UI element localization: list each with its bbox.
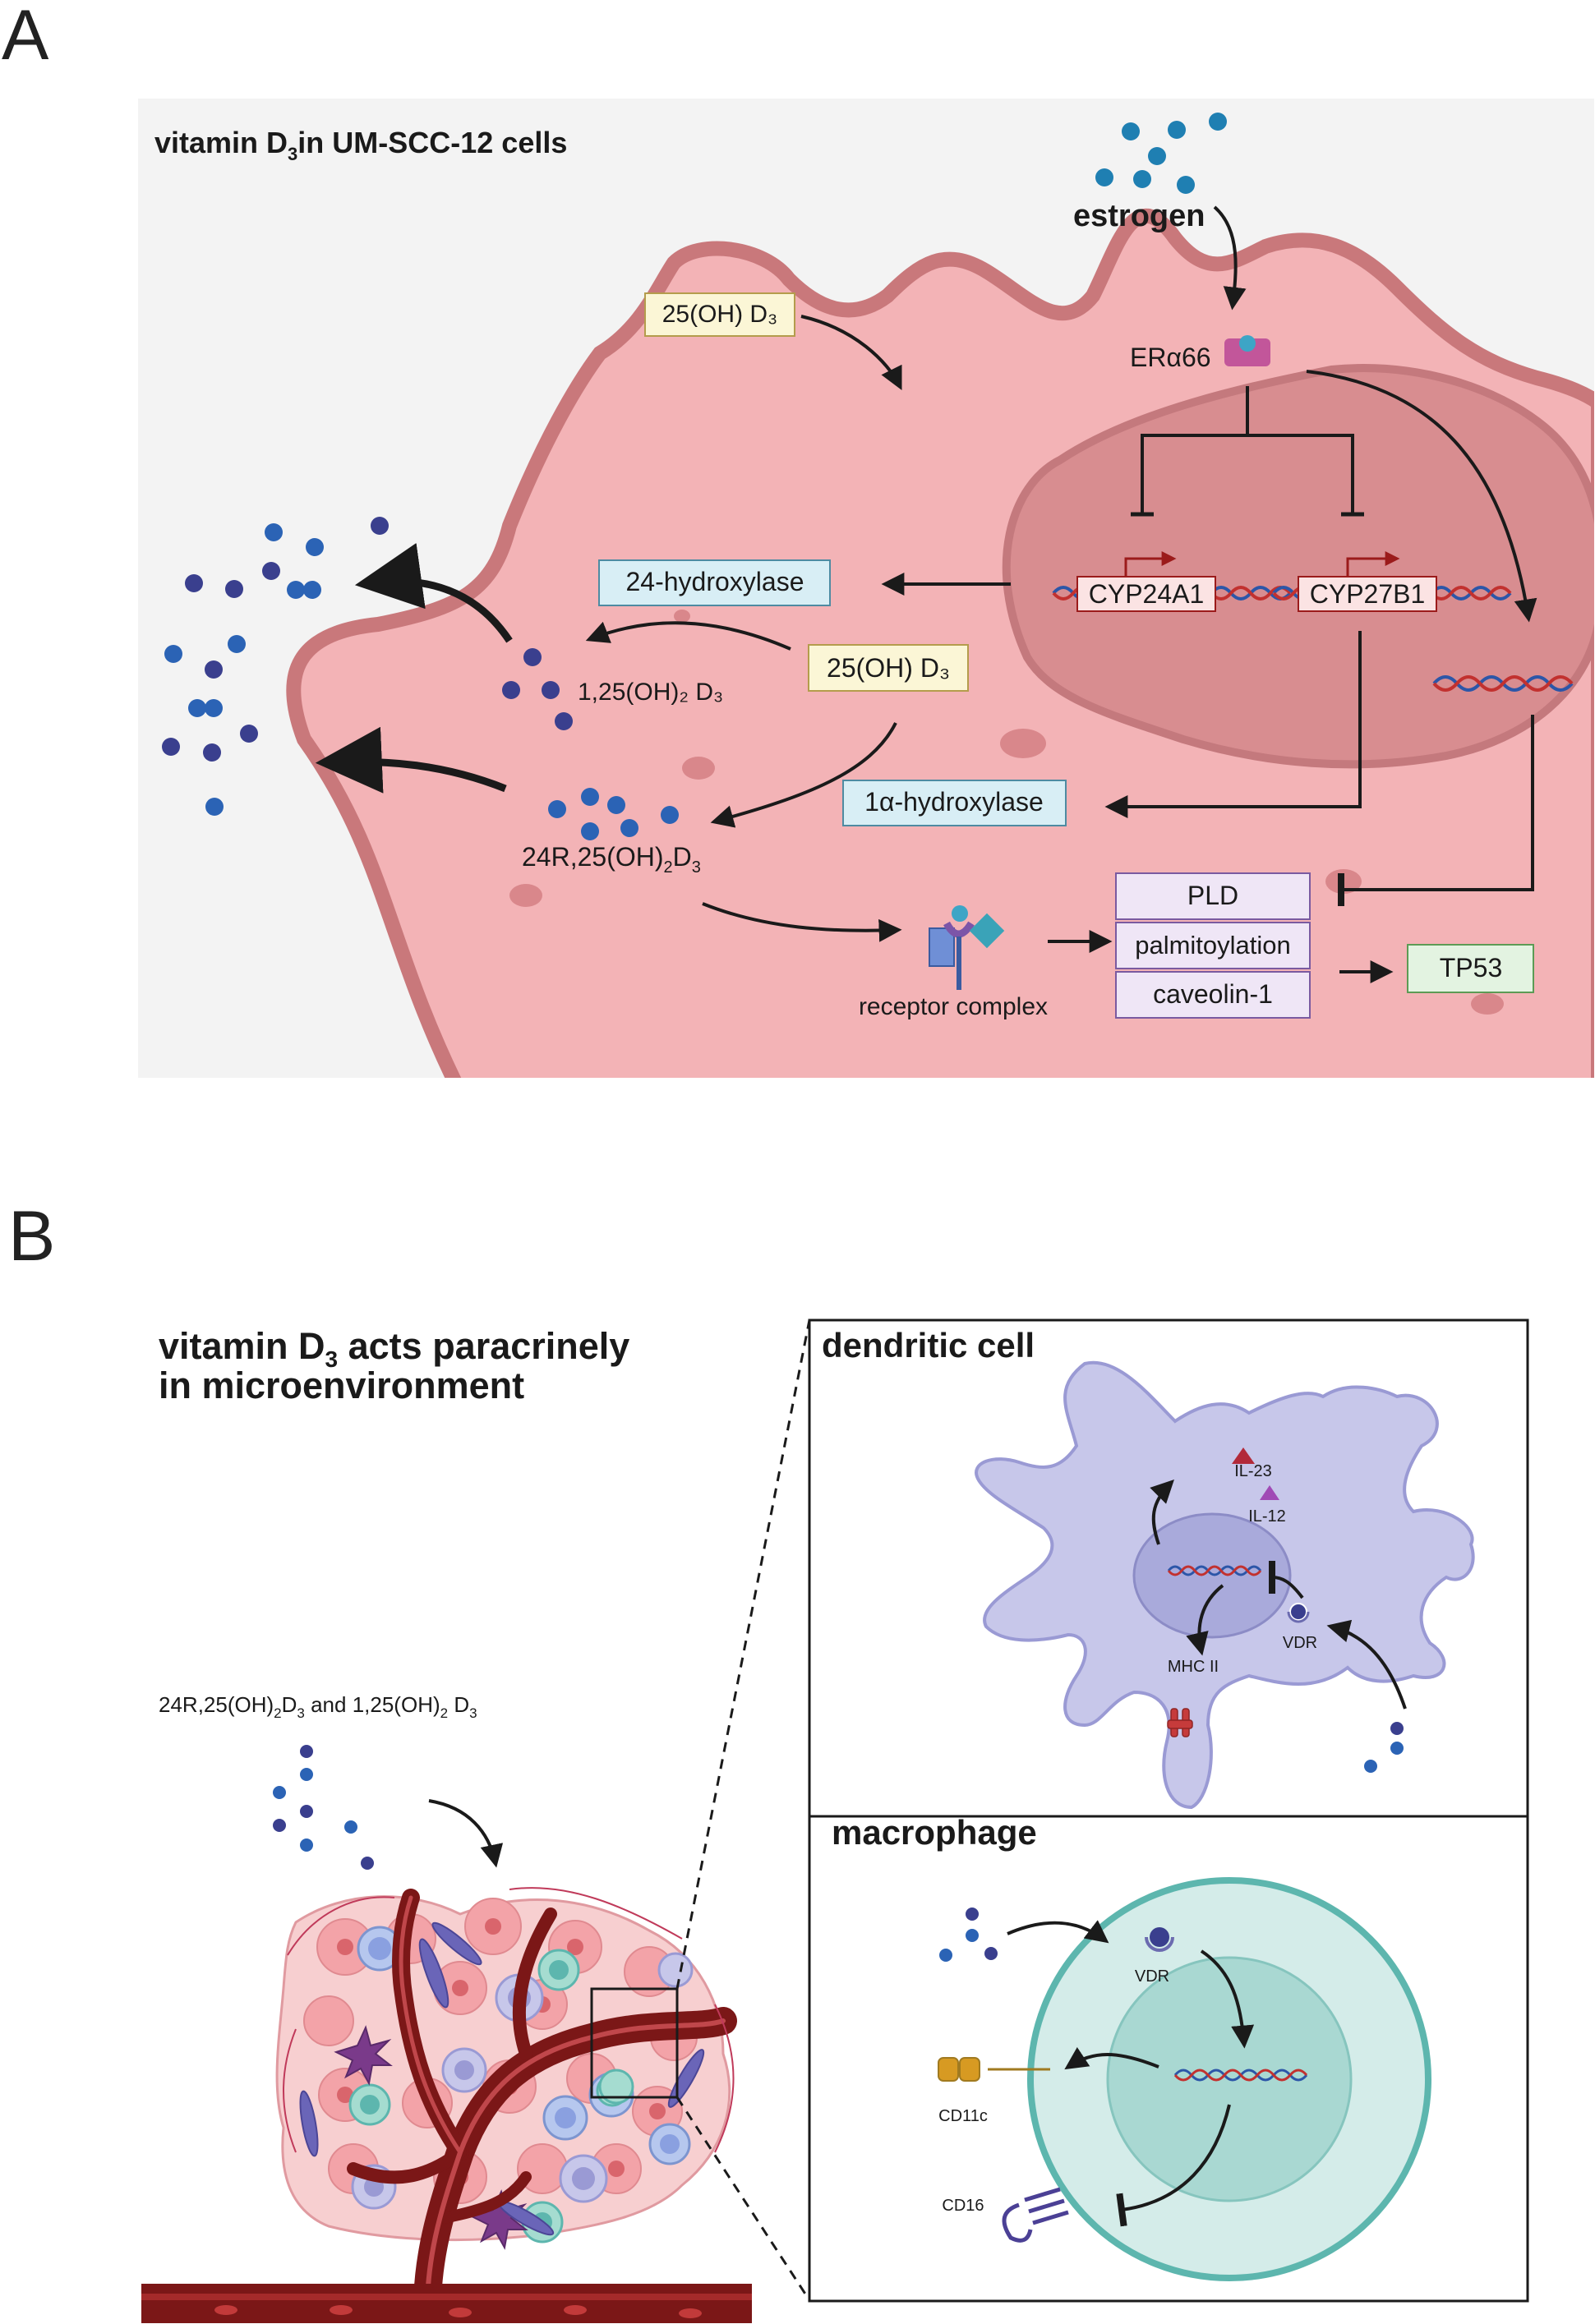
metabolites-label: 24R,25(OH)2D3 and 1,25(OH)2 D3: [159, 1692, 477, 1721]
organelle: [674, 610, 690, 623]
arrow-secretion-upper: [354, 542, 513, 643]
arrow-25oh-uptake: [800, 315, 902, 391]
box-caveolin-1-label: caveolin-1: [1153, 979, 1273, 1009]
organelle: [509, 884, 542, 907]
box-25oh-d3-mid-label: 25(OH) D₃: [827, 653, 950, 683]
dendritic-cell-title: dendritic cell: [822, 1326, 1035, 1364]
arrow-25oh-to-125: [585, 621, 791, 651]
macrophage-cell: [938, 1877, 1431, 2281]
box-24-hydroxylase: [598, 559, 831, 606]
box-tp53-label: TP53: [1440, 953, 1502, 983]
box-25oh-d3-top: [644, 292, 795, 337]
gene-cyp27b1: [1272, 551, 1512, 612]
box-1a-hydroxylase: [842, 780, 1067, 826]
box-caveolin-1: [1115, 971, 1311, 1019]
macrophage-title: macrophage: [832, 1813, 1037, 1852]
paracrine-molecules: [273, 1745, 374, 1870]
box-palmitoylation-label: palmitoylation: [1135, 931, 1291, 960]
estrogen-molecules: [1095, 113, 1227, 194]
cd16-label: CD16: [942, 2197, 984, 2215]
dendritic-cell: [975, 1360, 1475, 1810]
box-tp53: [1407, 944, 1534, 993]
gene-cyp24a1-label: CYP24A1: [1089, 579, 1205, 609]
panel-b-title-line2: in microenvironment: [159, 1364, 524, 1406]
secreted-metabolites: [162, 517, 389, 816]
panel-b-letter: B: [8, 1197, 55, 1276]
arrow-vdr-to-dna-mac: [1200, 1949, 1255, 2049]
box-pld: [1115, 872, 1311, 920]
inhibit-vdr-to-dna: [1268, 1560, 1304, 1599]
macrophage-ligand-molecules: [939, 1908, 998, 1962]
calcitriol-label: 1,25(OH)₂ D₃: [578, 679, 723, 706]
estrogen-label: estrogen: [1073, 199, 1205, 233]
vdr-dc-label: VDR: [1283, 1634, 1317, 1652]
arrow-ligand-to-vdr-mac: [1007, 1920, 1109, 1944]
gene-cyp27b1-label: CYP27B1: [1310, 579, 1426, 609]
arrow-er-to-dna: [1306, 370, 1537, 623]
box-1a-hydroxylase-label: 1α-hydroxylase: [864, 787, 1044, 817]
receptor-complex-label: receptor complex: [859, 993, 1048, 1020]
il12-label: IL-12: [1248, 1507, 1286, 1526]
arrow-ligand-to-vdr-dc: [1326, 1619, 1407, 1710]
panel-a-letter: A: [2, 0, 49, 75]
vdr-mac-label: VDR: [1135, 1967, 1169, 1986]
gene-cyp24a1: [1052, 551, 1292, 612]
inhibit-dna-to-pld: [1338, 715, 1534, 906]
inhibit-dna-to-cd16: [1116, 2104, 1231, 2227]
organelle: [1000, 729, 1046, 758]
tumor-microenvironment: [141, 1887, 752, 2323]
cd11c-label: CD11c: [938, 2107, 988, 2125]
receptor-complex-icon: [929, 905, 1005, 990]
box-palmitoylation: [1115, 922, 1311, 969]
24r-25oh2d3-molecules: [548, 788, 679, 840]
dc-ligand-molecules: [1364, 1722, 1404, 1773]
zoom-box: [590, 1987, 679, 2099]
organelle: [682, 757, 715, 780]
arrow-molecules-to-tumor: [428, 1799, 504, 1868]
arrow-dna-to-mhc: [1186, 1584, 1224, 1656]
box-24-hydroxylase-label: 24-hydroxylase: [626, 567, 804, 596]
arrow-24r-to-receptor: [702, 902, 902, 942]
24r-25oh2d3-label: 24R,25(OH)2D3: [522, 842, 701, 877]
arrow-dna-to-cd11c: [1064, 2046, 1159, 2070]
er-alpha66-label: ERα66: [1130, 343, 1211, 372]
arrow-secretion-lower: [315, 726, 507, 794]
dna-helix-target: [1432, 675, 1574, 692]
box-25oh-d3-top-label: 25(OH) D₃: [662, 301, 778, 328]
organelle: [1471, 993, 1504, 1015]
arrow-25oh-to-24r: [710, 722, 897, 828]
nucleus: [1002, 364, 1594, 769]
il23-label: IL-23: [1234, 1462, 1272, 1480]
zoom-line-top: [675, 1319, 811, 1990]
box-pld-label: PLD: [1187, 881, 1238, 910]
arrow-estrogen-to-er: [1213, 205, 1247, 311]
mhc-ii-label: MHC II: [1168, 1658, 1219, 1676]
box-25oh-d3-mid: [808, 644, 969, 692]
panel-b-title-line1: vitamin D3 acts paracrinely: [159, 1325, 629, 1372]
er-repression-lines: [1131, 386, 1364, 517]
zoom-line-bottom: [675, 2096, 811, 2301]
arrow-cyp27b1-to-enzyme: [1104, 631, 1362, 818]
er-alpha66-receptor: [1224, 335, 1270, 366]
panel-a-title: vitamin D3in UM-SCC-12 cells: [154, 126, 567, 164]
calcitriol-molecules: [502, 648, 573, 730]
arrow-dna-to-cytokines: [1150, 1480, 1174, 1545]
